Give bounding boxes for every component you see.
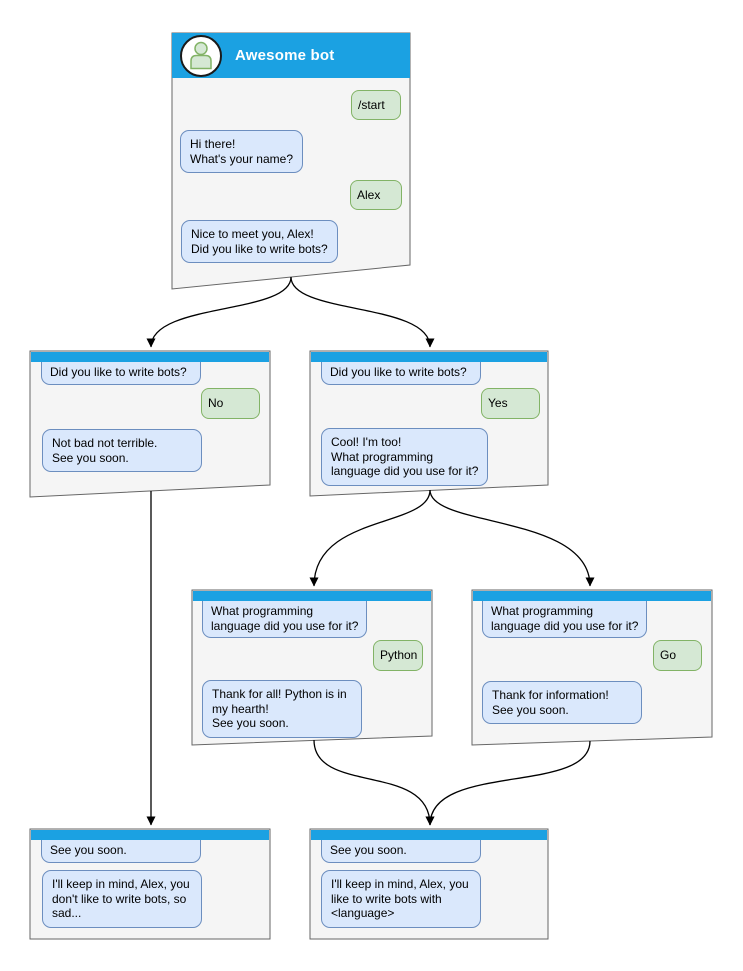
- arrow-yes-to-go: [429, 489, 595, 587]
- arrow-start-to-yes: [290, 276, 435, 348]
- bot-message-bubble: I'll keep in mind, Alex, you like to wri…: [321, 870, 481, 928]
- chat-window-titlebar: [193, 591, 431, 601]
- bot-message-bubble: Nice to meet you, Alex! Did you like to …: [181, 220, 338, 264]
- user-message-bubble: No: [201, 388, 260, 419]
- bot-message-bubble: Thank for all! Python is in my hearth! S…: [202, 680, 362, 738]
- arrow-start-to-no: [146, 276, 292, 348]
- arrow-yes-to-python: [309, 489, 431, 587]
- user-message-bubble: Python: [373, 640, 423, 671]
- user-message-bubble: Yes: [481, 388, 540, 419]
- bot-message-bubble: See you soon.: [41, 840, 201, 863]
- chat-window-titlebar: [311, 352, 547, 362]
- bot-avatar-icon: [180, 34, 222, 77]
- arrow-go-to-end: [425, 740, 591, 826]
- bot-message-bubble: What programming language did you use fo…: [202, 601, 368, 639]
- chat-window-title: Awesome bot: [235, 47, 335, 64]
- chat-window-titlebar: Awesome bot: [172, 33, 410, 78]
- bot-message-bubble: I'll keep in mind, Alex, you don't like …: [42, 870, 202, 928]
- chat-window-titlebar: [311, 830, 547, 840]
- bot-message-bubble: Did you like to write bots?: [41, 362, 201, 385]
- bot-message-bubble: Thank for information! See you soon.: [482, 681, 642, 725]
- bot-message-bubble: See you soon.: [321, 840, 481, 863]
- bot-message-bubble: Did you like to write bots?: [321, 362, 481, 385]
- user-message-bubble: /start: [351, 90, 401, 120]
- user-message-bubble: Go: [653, 640, 702, 671]
- bot-message-bubble: Not bad not terrible. See you soon.: [42, 429, 202, 473]
- user-message-bubble: Alex: [350, 180, 402, 210]
- bot-message-bubble: Hi there! What's your name?: [180, 130, 304, 174]
- bot-message-bubble: Cool! I'm too! What programming language…: [321, 428, 489, 486]
- arrow-python-to-end: [313, 739, 435, 826]
- bot-message-bubble: What programming language did you use fo…: [482, 601, 648, 639]
- chat-window-titlebar: [31, 830, 269, 840]
- chat-window-titlebar: [473, 591, 711, 601]
- chat-window-titlebar: [31, 352, 269, 362]
